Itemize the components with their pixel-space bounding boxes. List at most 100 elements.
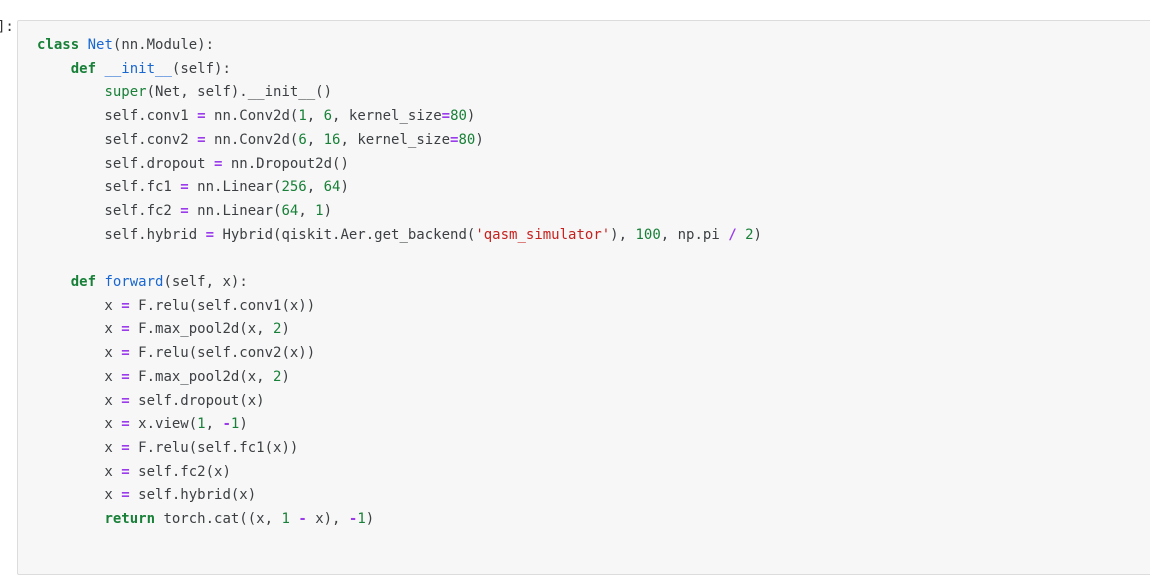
code-token-tx: F.relu(self.conv1(x))	[129, 297, 316, 314]
code-token-op: =	[121, 392, 130, 409]
code-token-nm: 6	[323, 108, 333, 125]
code-token-tx: self.fc1	[37, 179, 181, 196]
code-token-tx: x	[37, 463, 122, 480]
code-token-df: Net	[87, 37, 113, 53]
code-token-tx: , kernel_size	[340, 131, 451, 148]
code-token-bi: super	[104, 84, 147, 101]
code-token-tx: x	[37, 345, 122, 362]
code-token-tx: ,	[306, 108, 324, 125]
code-line: def __init__(self):	[37, 58, 1150, 82]
code-token-tx: self.hybrid(x)	[129, 487, 257, 504]
code-token-op: -	[298, 511, 307, 528]
code-line: x = F.max_pool2d(x, 2)	[37, 366, 1150, 390]
code-token-tx: F.relu(self.conv2(x))	[129, 345, 316, 362]
code-token-tx: ,	[298, 202, 316, 219]
code-token-tx: , np.pi	[660, 226, 729, 243]
code-token-tx	[37, 61, 71, 77]
code-token-tx: F.max_pool2d(x,	[129, 321, 274, 338]
code-token-tx: x	[37, 321, 122, 338]
code-token-tx: x	[37, 439, 122, 456]
code-token-tx: F.relu(self.fc1(x))	[129, 439, 299, 456]
code-token-tx: self.conv1	[37, 108, 198, 125]
code-token-tx: , kernel_size	[332, 108, 442, 125]
code-token-nm: 100	[635, 226, 661, 243]
code-token-op: -	[348, 511, 358, 528]
code-token-tx: (self, x):	[163, 274, 248, 291]
code-line: x = F.relu(self.fc1(x))	[37, 437, 1150, 461]
code-token-nm: 64	[281, 202, 299, 219]
code-token-kw: def	[70, 60, 97, 77]
code-cell-input[interactable]: class Net(nn.Module): def __init__(self)…	[17, 20, 1150, 575]
code-token-tx: self.dropout	[37, 155, 215, 172]
code-token-tx	[737, 227, 745, 243]
code-line: x = self.dropout(x)	[37, 390, 1150, 414]
code-line: x = F.max_pool2d(x, 2)	[37, 318, 1150, 342]
code-token-op: =	[180, 202, 189, 219]
code-line: self.fc2 = nn.Linear(64, 1)	[37, 200, 1150, 224]
code-token-nm: 256	[281, 179, 307, 196]
code-token-op: =	[121, 463, 130, 480]
code-token-nm: 2	[273, 321, 282, 338]
code-token-op: =	[121, 321, 130, 338]
code-token-op: =	[121, 345, 130, 362]
code-token-tx: x.view(	[129, 416, 198, 433]
code-token-tx: )	[340, 179, 349, 196]
code-token-tx: x),	[306, 511, 349, 528]
code-token-nm: 1	[357, 511, 366, 528]
code-token-op: =	[121, 439, 130, 456]
code-line: class Net(nn.Module):	[37, 34, 1150, 58]
code-token-op: =	[197, 108, 206, 125]
code-token-nm: 80	[450, 108, 467, 125]
code-line: self.conv2 = nn.Conv2d(6, 16, kernel_siz…	[37, 129, 1150, 153]
code-token-tx: )	[281, 321, 290, 338]
code-token-tx: )	[466, 108, 476, 125]
code-token-tx: x	[37, 392, 122, 409]
code-token-tx	[37, 511, 104, 527]
code-token-op: =	[121, 487, 130, 504]
code-token-nm: 2	[745, 226, 754, 243]
code-token-tx: self.fc2	[37, 202, 181, 219]
code-token-op: -	[222, 416, 231, 433]
code-token-op: =	[450, 131, 459, 148]
code-token-op: =	[214, 155, 223, 172]
code-token-tx: ,	[306, 179, 324, 196]
code-token-tx: Hybrid(qiskit.Aer.get_backend(	[214, 226, 476, 243]
code-token-tx: ,	[205, 416, 223, 433]
code-line: self.hybrid = Hybrid(qiskit.Aer.get_back…	[37, 224, 1150, 248]
code-token-tx: x	[37, 368, 122, 385]
code-token-op: /	[728, 226, 737, 243]
code-token-nm: 1	[298, 108, 307, 125]
code-token-tx: )	[475, 131, 484, 148]
code-token-tx	[79, 37, 87, 53]
code-line: self.conv1 = nn.Conv2d(1, 6, kernel_size…	[37, 105, 1150, 129]
code-token-tx: x	[37, 416, 122, 433]
code-token-tx	[37, 84, 104, 100]
code-token-kw: return	[104, 511, 156, 528]
code-token-nm: 64	[323, 179, 341, 196]
code-token-tx: ),	[610, 226, 636, 243]
code-token-tx: x	[37, 297, 122, 314]
code-token-tx: nn.Dropout2d()	[222, 155, 349, 172]
code-token-op: =	[205, 226, 215, 243]
cell-execution-prompt: ]:	[0, 19, 14, 35]
code-line	[37, 247, 1150, 271]
code-token-nm: 6	[298, 131, 307, 148]
code-line: x = self.hybrid(x)	[37, 484, 1150, 508]
code-token-op: =	[197, 131, 206, 148]
code-line: x = F.relu(self.conv1(x))	[37, 295, 1150, 319]
code-token-tx: (Net, self).__init__()	[146, 84, 333, 101]
code-token-nm: 1	[230, 416, 240, 433]
code-token-st: 'qasm_simulator'	[475, 226, 611, 243]
code-token-tx: self.fc2(x)	[129, 463, 231, 480]
code-token-df: __init__	[104, 60, 172, 77]
code-token-nm: 1	[281, 511, 290, 528]
code-line: super(Net, self).__init__()	[37, 81, 1150, 105]
code-editor-area[interactable]: class Net(nn.Module): def __init__(self)…	[18, 21, 1150, 532]
code-token-tx: ,	[306, 131, 324, 148]
code-token-tx: F.max_pool2d(x,	[129, 368, 274, 385]
code-line: return torch.cat((x, 1 - x), -1)	[37, 508, 1150, 532]
code-token-op: =	[180, 179, 189, 196]
code-token-tx: )	[365, 511, 375, 528]
code-token-tx: nn.Conv2d(	[205, 108, 299, 125]
code-token-kw: def	[70, 274, 97, 291]
